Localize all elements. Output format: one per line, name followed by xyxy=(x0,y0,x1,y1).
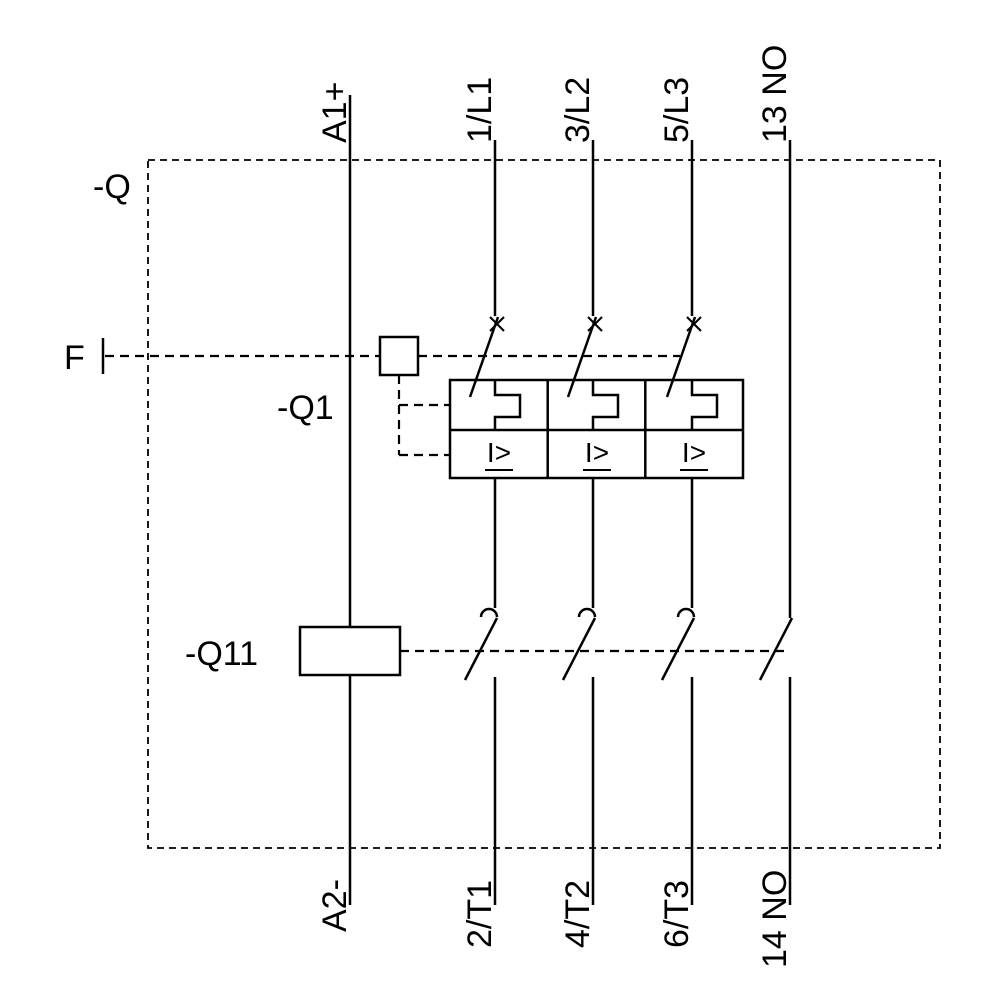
thermal-overload-icon xyxy=(493,380,522,430)
breaker-contact-blade xyxy=(665,316,697,398)
pole-2 xyxy=(561,140,603,905)
breaker-cross-icon xyxy=(489,316,505,332)
contactor-coil-box xyxy=(298,625,402,677)
terminal-label-13no: 13 NO xyxy=(756,45,794,143)
enclosure-label: -Q xyxy=(93,168,131,206)
pole-1 xyxy=(463,140,505,905)
aux-contact xyxy=(758,140,794,905)
thermal-overload-icon xyxy=(591,380,620,430)
terminal-label-5l3: 5/L3 xyxy=(658,77,696,143)
thermal-overload-icon xyxy=(690,380,719,430)
contactor-contact-blade xyxy=(660,617,696,681)
terminal-label-4t2: 4/T2 xyxy=(559,880,597,948)
terminal-label-a2minus: A2- xyxy=(316,879,354,932)
breaker-contact-blade xyxy=(468,316,500,398)
overcurrent-release-symbol: I> xyxy=(585,437,609,468)
terminal-label-1l1: 1/L1 xyxy=(461,77,499,143)
pole-3 xyxy=(660,140,702,905)
aux-contact-blade xyxy=(758,617,794,681)
contactor-contact-blade xyxy=(463,617,499,681)
fault-trip-path xyxy=(101,335,680,457)
contactor-coil-path xyxy=(298,95,784,905)
breaker-cross-icon xyxy=(686,316,702,332)
breaker-block: I> I> I> xyxy=(448,378,745,480)
contactor-contact-arc xyxy=(577,607,597,618)
terminal-label-2t1: 2/T1 xyxy=(461,880,499,948)
terminal-label-a1plus: A1+ xyxy=(316,82,354,143)
breaker-cross-icon xyxy=(587,316,603,332)
breaker-contact-blade xyxy=(566,316,598,398)
breaker-label: -Q1 xyxy=(277,389,334,427)
contactor-contact-arc xyxy=(676,607,696,618)
contactor-label: -Q11 xyxy=(185,635,258,673)
contactor-contact-blade xyxy=(561,617,597,681)
overcurrent-release-symbol: I> xyxy=(487,437,511,468)
enclosure-border xyxy=(147,159,941,849)
terminal-label-6t3: 6/T3 xyxy=(658,880,696,948)
trip-indicator-square xyxy=(378,335,420,377)
fault-input-label: F xyxy=(64,339,85,377)
terminal-label-3l2: 3/L2 xyxy=(559,77,597,143)
contactor-contact-arc xyxy=(479,607,499,618)
overcurrent-release-symbol: I> xyxy=(682,437,706,468)
terminal-label-14no: 14 NO xyxy=(756,870,794,968)
